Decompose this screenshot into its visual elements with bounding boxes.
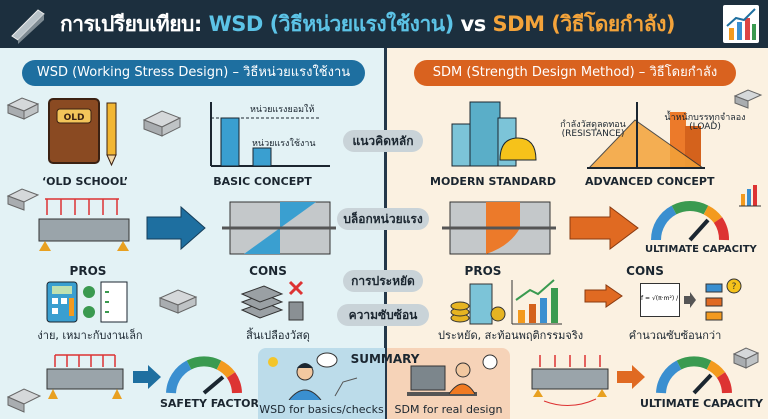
allowable-stress-label: หน่วยแรงยอมให้	[250, 105, 315, 115]
label-main-concept: แนวคิดหลัก	[343, 130, 423, 152]
arrow-right-icon	[617, 365, 645, 389]
sdm-cons-caption: คำนวณซับซ้อนกว่า	[628, 329, 722, 342]
arrow-right-icon	[133, 365, 161, 389]
concrete-block-icon	[6, 388, 42, 413]
modern-building-helmet-icon	[451, 101, 537, 167]
ultimate-gauge-icon	[656, 356, 732, 395]
wsd-stress-block-icon	[222, 201, 336, 255]
concrete-block-icon	[142, 110, 182, 137]
ultimate-gauge-icon	[651, 201, 729, 242]
loaded-beam-icon	[531, 355, 609, 406]
wsd-cons-caption: สิ้นเปลืองวัสดุ	[246, 329, 310, 342]
economy-growth-icon	[450, 279, 562, 325]
summary-wsd-text: WSD for basics/checks	[259, 403, 384, 416]
old-book-pencil-icon: OLD	[48, 98, 117, 167]
safety-factor-label: SAFETY FACTOR	[160, 397, 259, 410]
old-school-label: ‘OLD SCHOOL’	[41, 175, 129, 188]
formula-window: f = √(π·m²) / m²	[640, 283, 680, 317]
hollow-block-icon	[158, 289, 198, 314]
basic-concept-chart	[210, 102, 330, 167]
waste-material-icon	[240, 280, 304, 321]
calculator-checklist-icon	[46, 281, 128, 323]
ultimate-capacity-label: ULTIMATE CAPACITY	[645, 244, 757, 255]
wsd-heading: WSD (Working Stress Design) – วิธีหน่วยแ…	[22, 60, 365, 86]
concrete-block-icon	[732, 347, 760, 369]
ultimate-capacity-label-2: ULTIMATE CAPACITY	[640, 397, 763, 410]
basic-concept-label: BASIC CONCEPT	[213, 175, 312, 188]
svg-text:?: ?	[732, 282, 737, 292]
arrow-right-icon	[569, 206, 639, 250]
working-stress-label: หน่วยแรงใช้งาน	[252, 139, 316, 149]
summary-title: SUMMARY	[350, 352, 420, 366]
sdm-pros-label: PROS	[464, 264, 502, 278]
sdm-stress-block-icon	[442, 201, 556, 255]
flowchart-icon: ?	[684, 278, 742, 321]
label-stress-block: บล็อกหน่วยแรง	[337, 208, 429, 230]
modern-standard-label: MODERN STANDARD	[430, 175, 556, 188]
arrow-right-icon	[146, 205, 206, 251]
page-title: การเปรียบเทียบ: WSD (วิธีหน่วยแรงใช้งาน)…	[60, 8, 675, 41]
title-prefix: การเปรียบเทียบ:	[60, 12, 202, 36]
load-en-label: (LOAD)	[689, 122, 721, 132]
advanced-concept-chart	[587, 102, 705, 169]
sdm-cons-label: CONS	[626, 264, 664, 278]
loaded-beam-icon	[46, 354, 124, 399]
book-label: OLD	[64, 113, 85, 123]
resistance-en-label: (RESISTANCE)	[561, 129, 625, 139]
title-vs: vs	[460, 12, 487, 36]
resistance-th-label: กำลังวัสดุลดทอน	[560, 120, 626, 130]
panel-divider	[384, 48, 387, 419]
growth-chart-icon	[723, 5, 759, 43]
title-wsd: WSD (วิธีหน่วยแรงใช้งาน)	[208, 12, 455, 36]
advanced-concept-label: ADVANCED CONCEPT	[585, 175, 715, 188]
label-complexity: ความซับซ้อน	[337, 304, 429, 326]
engineer-computer-icon	[407, 354, 498, 396]
loaded-beam-icon	[38, 198, 130, 251]
sdm-pros-caption: ประหยัด, สะท้อนพฤติกรรมจริง	[438, 329, 584, 342]
safety-gauge-icon	[166, 356, 242, 395]
concrete-block-icon	[6, 188, 40, 211]
header-bar	[0, 0, 768, 48]
sdm-heading: SDM (Strength Design Method) – วิธีโดยกำ…	[414, 60, 736, 86]
hollow-block-icon	[733, 89, 763, 109]
load-th-label: น้ำหนักบรรทุกจำลอง	[664, 113, 746, 123]
wsd-cons-label: CONS	[249, 264, 287, 278]
title-sdm: SDM (วิธีโดยกำลัง)	[492, 12, 676, 36]
summary-sdm-text: SDM for real design	[394, 403, 503, 416]
engineer-thinking-icon	[268, 352, 358, 400]
wsd-pros-caption: ง่าย, เหมาะกับงานเล็ก	[37, 329, 143, 342]
bar-chart-icon	[739, 185, 761, 207]
concrete-block-icon	[6, 97, 40, 120]
wsd-pros-label: PROS	[69, 264, 107, 278]
arrow-right-icon	[584, 284, 623, 308]
steel-beam-icon	[11, 9, 45, 44]
label-economy: การประหยัด	[343, 270, 423, 292]
